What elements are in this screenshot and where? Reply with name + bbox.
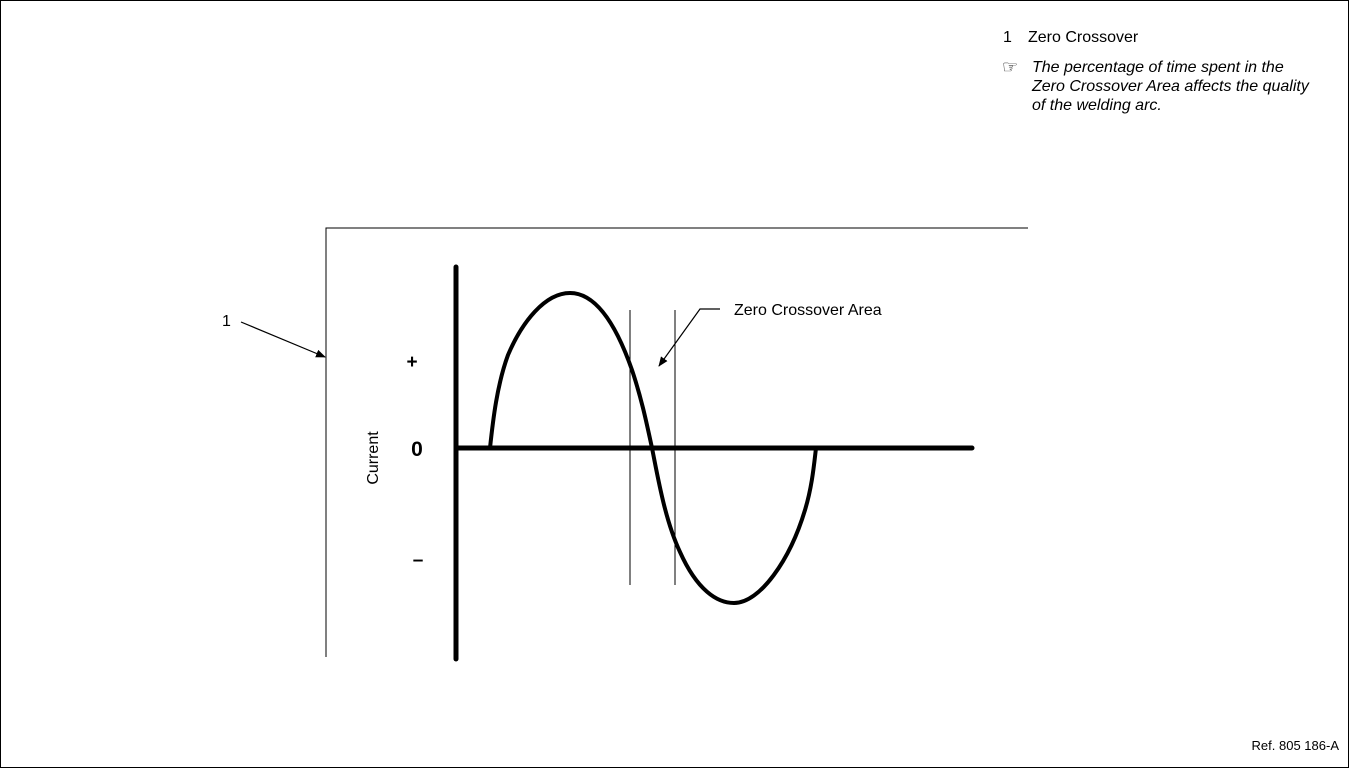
legend-note-text: The percentage of time spent in the Zero… bbox=[1032, 59, 1309, 114]
legend-item-1: 1 Zero Crossover bbox=[1003, 28, 1338, 47]
minus-label: – bbox=[413, 550, 424, 571]
legend: 1 Zero Crossover ☞ The percentage of tim… bbox=[1002, 28, 1338, 115]
callout-leader-1 bbox=[240, 321, 326, 358]
legend-item-number: 1 bbox=[1003, 29, 1012, 46]
zero-label: 0 bbox=[411, 438, 423, 461]
crossover-area-label: Zero Crossover Area bbox=[734, 302, 882, 319]
pointing-hand-icon: ☞ bbox=[1002, 57, 1019, 77]
current-waveform bbox=[488, 291, 818, 605]
graph-frame bbox=[325, 227, 1028, 657]
reference-number: Ref. 805 186-A bbox=[1251, 738, 1339, 753]
legend-note: ☞ The percentage of time spent in the Ze… bbox=[1002, 57, 1338, 115]
callout-number-1: 1 bbox=[222, 313, 231, 330]
y-axis-label: Current bbox=[365, 431, 382, 485]
crossover-area-leader bbox=[658, 308, 720, 367]
legend-item-label: Zero Crossover bbox=[1028, 29, 1139, 46]
plus-label: + bbox=[406, 352, 417, 373]
